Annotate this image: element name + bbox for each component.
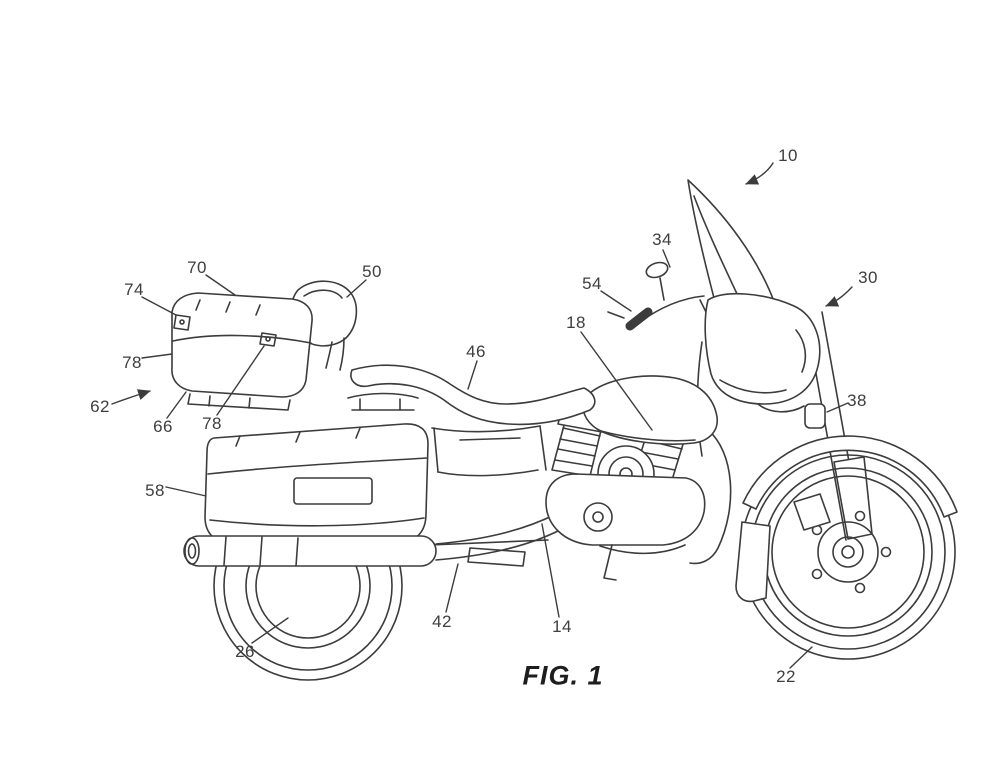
seat: [347, 364, 596, 426]
windshield: [687, 179, 776, 305]
leader-30: [825, 286, 853, 307]
leader-38: [826, 402, 849, 413]
ref-label-26: 26: [235, 642, 255, 661]
leader-lines: [111, 162, 853, 669]
leader-78-upper: [141, 353, 173, 359]
brake-lever: [607, 311, 625, 319]
leader-62: [111, 389, 151, 405]
ref-label-66: 66: [153, 417, 173, 436]
muffler: [183, 535, 437, 567]
ref-label-10: 10: [778, 146, 798, 165]
mirror: [645, 261, 669, 279]
leader-18: [580, 331, 653, 431]
engine-guard: [689, 429, 732, 565]
ref-label-50: 50: [362, 262, 382, 281]
ref-label-70: 70: [187, 258, 207, 277]
ref-label-78-lower: 78: [202, 414, 222, 433]
ref-label-38: 38: [847, 391, 867, 410]
ref-label-22: 22: [776, 667, 796, 686]
box-center-latch: [259, 332, 277, 347]
ref-label-78-upper: 78: [122, 353, 142, 372]
front-fender: [735, 435, 958, 603]
saddlebag: [204, 423, 429, 545]
ref-label-34: 34: [652, 230, 672, 249]
leader-22: [789, 646, 813, 669]
fuel-tank: [582, 375, 719, 445]
leader-66: [166, 391, 187, 419]
ref-label-18: 18: [566, 313, 586, 332]
box-lid-seam: [172, 334, 312, 344]
leader-50: [346, 279, 367, 298]
leader-34: [662, 249, 671, 268]
leader-42: [445, 563, 459, 613]
leader-58: [165, 486, 207, 497]
saddlebag-plate: [293, 477, 373, 505]
figure-caption: FIG. 1: [522, 660, 604, 691]
leader-70: [205, 274, 236, 296]
crankcase: [545, 473, 706, 546]
floorboard: [467, 547, 526, 567]
exhaust-pipes: [435, 513, 561, 561]
headlamp-line: [795, 329, 807, 373]
leader-46: [467, 360, 478, 390]
top-luggage-box: [171, 292, 313, 411]
brake-caliper: [793, 493, 831, 531]
front-fairing: [704, 292, 821, 413]
ref-label-62: 62: [90, 397, 110, 416]
leader-54: [600, 290, 632, 312]
saddlebag-lid-seam: [207, 457, 428, 475]
leader-10: [745, 162, 774, 185]
side-cover: [431, 425, 547, 477]
leader-78-lower: [216, 345, 265, 416]
ref-label-46: 46: [466, 342, 486, 361]
box-front-latch: [173, 314, 191, 331]
ref-label-14: 14: [552, 617, 572, 636]
fork-reflector: [804, 403, 826, 429]
leader-26: [251, 617, 289, 644]
ref-label-30: 30: [858, 268, 878, 287]
ref-label-54: 54: [582, 274, 602, 293]
ref-label-74: 74: [124, 280, 144, 299]
ref-label-42: 42: [432, 612, 452, 631]
leader-14: [541, 523, 560, 618]
mirror-stem: [659, 277, 665, 301]
handlebar: [607, 261, 707, 331]
ref-label-58: 58: [145, 481, 165, 500]
leader-74: [141, 296, 177, 316]
hand-grip: [625, 307, 653, 331]
box-mount-rack: [187, 393, 291, 411]
